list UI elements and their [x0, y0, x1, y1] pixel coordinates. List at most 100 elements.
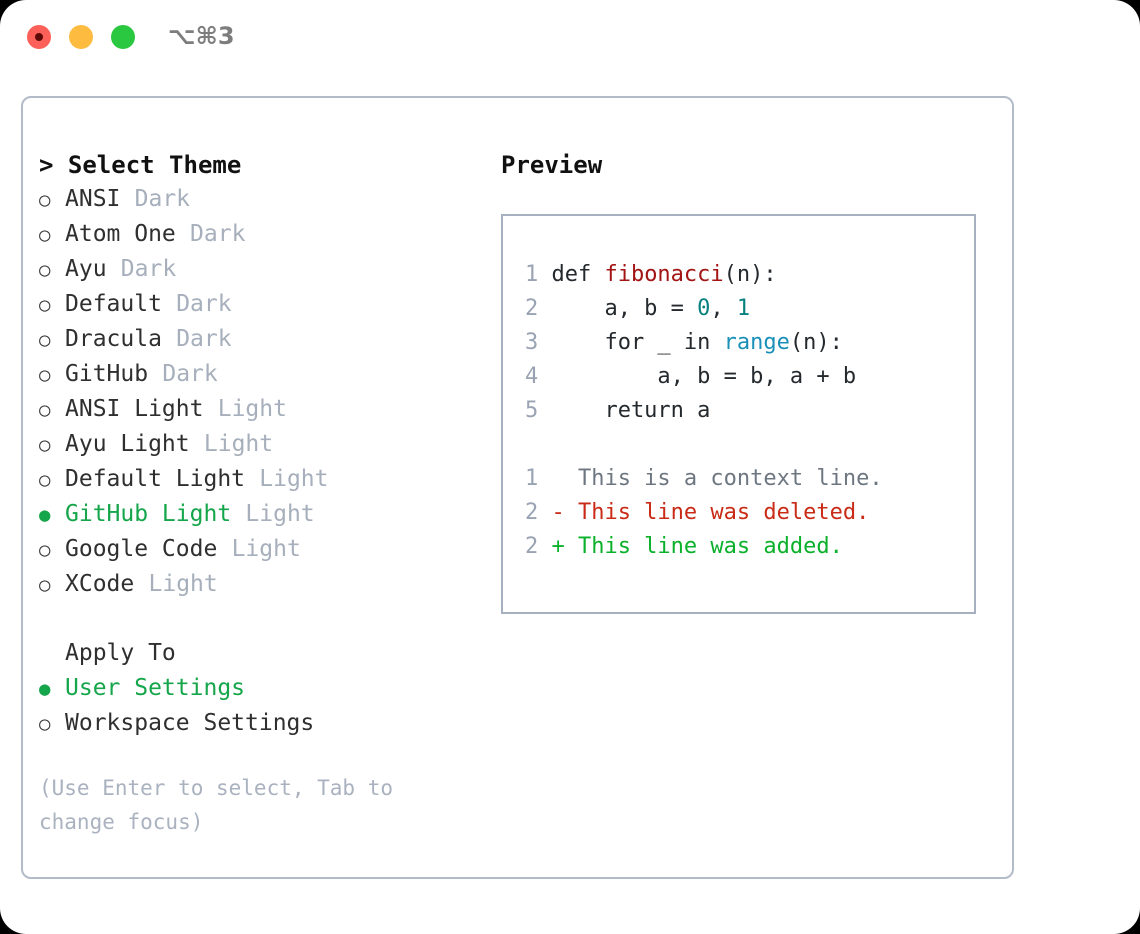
- code-token: def: [551, 262, 605, 287]
- theme-option-label: Dracula: [65, 326, 162, 352]
- radio-unselected-icon: ○: [39, 434, 51, 456]
- theme-variant-tag: Light: [148, 571, 218, 597]
- apply-option-workspace-settings[interactable]: ○ Workspace Settings: [39, 706, 499, 741]
- code-token: ,: [710, 296, 737, 321]
- diff-line: 1 This is a context line.: [503, 462, 974, 496]
- line-number: 5: [525, 398, 539, 423]
- section-spacer: [39, 602, 499, 636]
- line-number: 1: [525, 466, 539, 491]
- theme-variant-tag: Light: [231, 536, 301, 562]
- diff-text: + This line was added.: [551, 534, 843, 559]
- theme-variant-tag: Dark: [176, 326, 232, 352]
- line-number: 2: [525, 534, 539, 559]
- theme-variant-tag: Dark: [120, 256, 177, 282]
- line-number: 4: [525, 364, 539, 389]
- apply-to-option-list: ●User Settings ○ Workspace Settings: [39, 671, 499, 741]
- theme-option-dracula[interactable]: ○ Dracula Dark: [39, 322, 499, 357]
- theme-option-github[interactable]: ○ GitHub Dark: [39, 357, 499, 392]
- code-token: a, b = b, a + b: [551, 364, 857, 389]
- apply-option-label: User Settings: [65, 675, 246, 701]
- code-token: a, b =: [551, 296, 698, 321]
- theme-option-label: ANSI Light: [65, 396, 204, 422]
- code-line: 1 def fibonacci(n):: [503, 258, 974, 292]
- code-token: 1: [736, 296, 751, 321]
- theme-option-label: Ayu: [65, 256, 107, 282]
- theme-option-label: XCode: [65, 571, 135, 597]
- minimize-button[interactable]: [69, 25, 93, 49]
- theme-option-default[interactable]: ○ Default Dark: [39, 287, 499, 322]
- radio-unselected-icon: ○: [39, 574, 51, 596]
- code-token: range: [723, 330, 790, 355]
- radio-unselected-icon: ○: [39, 329, 51, 351]
- theme-option-github-light[interactable]: ● GitHub Light Light: [39, 497, 499, 532]
- radio-unselected-icon: ○: [39, 189, 51, 211]
- theme-variant-tag: Light: [203, 431, 274, 457]
- theme-variant-tag: Dark: [162, 361, 218, 387]
- apply-to-bullet-placeholder: ○: [39, 637, 65, 671]
- code-line: 2 a, b = 0, 1: [503, 292, 974, 326]
- theme-variant-tag: Light: [259, 466, 329, 492]
- code-token: (n):: [789, 330, 843, 355]
- radio-unselected-icon: ○: [39, 469, 51, 491]
- diff-line: 2 + This line was added.: [503, 530, 974, 564]
- diff-text: - This line was deleted.: [551, 500, 870, 525]
- code-token: 0: [697, 296, 711, 321]
- apply-option-label: Workspace Settings: [65, 710, 315, 736]
- theme-option-label: GitHub: [65, 361, 149, 387]
- code-token: fibonacci: [604, 262, 724, 287]
- code-line: 3 for _ in range(n):: [503, 326, 974, 360]
- theme-option-default-light[interactable]: ○ Default Light Light: [39, 462, 499, 497]
- theme-option-ayu[interactable]: ○ Ayu Dark: [39, 252, 499, 287]
- radio-unselected-icon: ○: [39, 224, 51, 246]
- theme-option-xcode[interactable]: ○ XCode Light: [39, 567, 499, 602]
- apply-option-user-settings[interactable]: ●User Settings: [39, 671, 499, 706]
- code-token: (n):: [723, 262, 777, 287]
- keyboard-hint-text: (Use Enter to select, Tab to change focu…: [39, 776, 406, 834]
- theme-option-ansi-light[interactable]: ○ ANSI Light Light: [39, 392, 499, 427]
- diff-spacer: [503, 428, 974, 462]
- theme-variant-tag: Dark: [134, 186, 191, 212]
- theme-option-label: ANSI: [65, 186, 121, 212]
- radio-selected-icon: ●: [39, 504, 51, 526]
- theme-option-label: Atom One: [65, 221, 176, 247]
- theme-variant-tag: Dark: [176, 291, 232, 317]
- theme-variant-tag: Light: [217, 396, 287, 422]
- select-theme-header: > Select Theme: [39, 151, 242, 179]
- theme-option-ansi[interactable]: ○ ANSI Dark: [39, 182, 499, 217]
- apply-to-title: ○ Apply To: [39, 636, 499, 671]
- code-token: for _ in: [551, 330, 724, 355]
- radio-unselected-icon: ○: [39, 294, 51, 316]
- window-controls: [27, 25, 135, 49]
- theme-variant-tag: Light: [245, 501, 315, 527]
- theme-option-label: Google Code: [65, 536, 218, 562]
- code-token: return a: [551, 398, 711, 423]
- theme-option-label: Default: [65, 291, 162, 317]
- line-number: 1: [525, 262, 539, 287]
- theme-option-label: Default Light: [65, 466, 246, 492]
- keyboard-shortcut-label: ⌥⌘3: [168, 22, 235, 50]
- radio-unselected-icon: ○: [39, 713, 51, 735]
- code-line: 4 a, b = b, a + b: [503, 360, 974, 394]
- close-button[interactable]: [27, 25, 51, 49]
- radio-unselected-icon: ○: [39, 259, 51, 281]
- theme-option-label: GitHub Light: [65, 501, 232, 527]
- radio-unselected-icon: ○: [39, 399, 51, 421]
- diff-sample: 1 This is a context line.2- This line wa…: [503, 462, 974, 564]
- line-number: 3: [525, 330, 539, 355]
- preview-header: Preview: [501, 151, 603, 179]
- diff-line: 2- This line was deleted.: [503, 496, 974, 530]
- apply-to-label: Apply To: [65, 640, 176, 666]
- title-bar: ⌥⌘3: [0, 0, 1140, 78]
- radio-unselected-icon: ○: [39, 364, 51, 386]
- maximize-button[interactable]: [111, 25, 135, 49]
